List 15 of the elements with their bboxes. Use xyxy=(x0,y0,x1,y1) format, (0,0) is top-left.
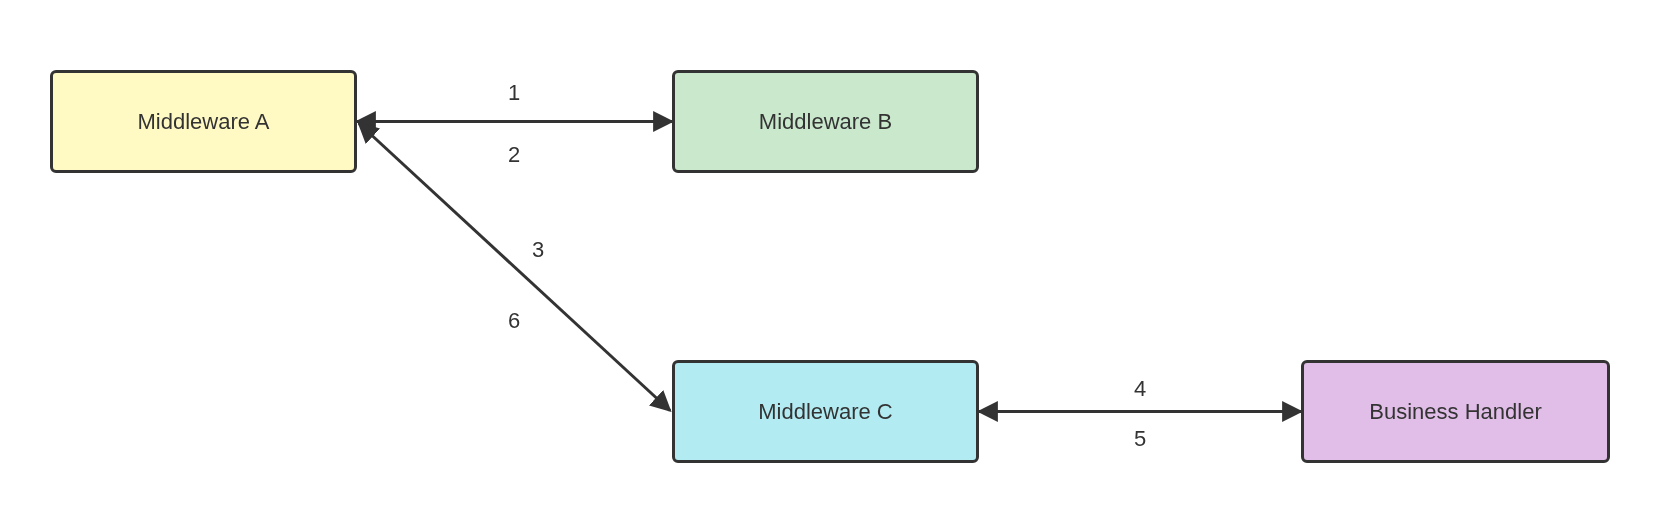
box-label: Business Handler xyxy=(1369,398,1542,426)
box-label: Middleware C xyxy=(758,398,893,426)
process-box xyxy=(672,70,979,173)
double-arrow xyxy=(357,122,672,412)
step-number: 2 xyxy=(507,140,521,169)
process-box xyxy=(1301,360,1610,463)
box-label: Middleware B xyxy=(758,108,893,136)
process-box xyxy=(672,360,979,463)
step-number: 6 xyxy=(507,306,521,335)
step-number: 1 xyxy=(507,78,521,107)
step-number: 4 xyxy=(1133,374,1147,403)
process-box xyxy=(50,70,357,173)
box-label: Middleware A xyxy=(137,108,270,136)
step-number: 5 xyxy=(1133,424,1147,453)
step-number: 3 xyxy=(531,235,545,264)
